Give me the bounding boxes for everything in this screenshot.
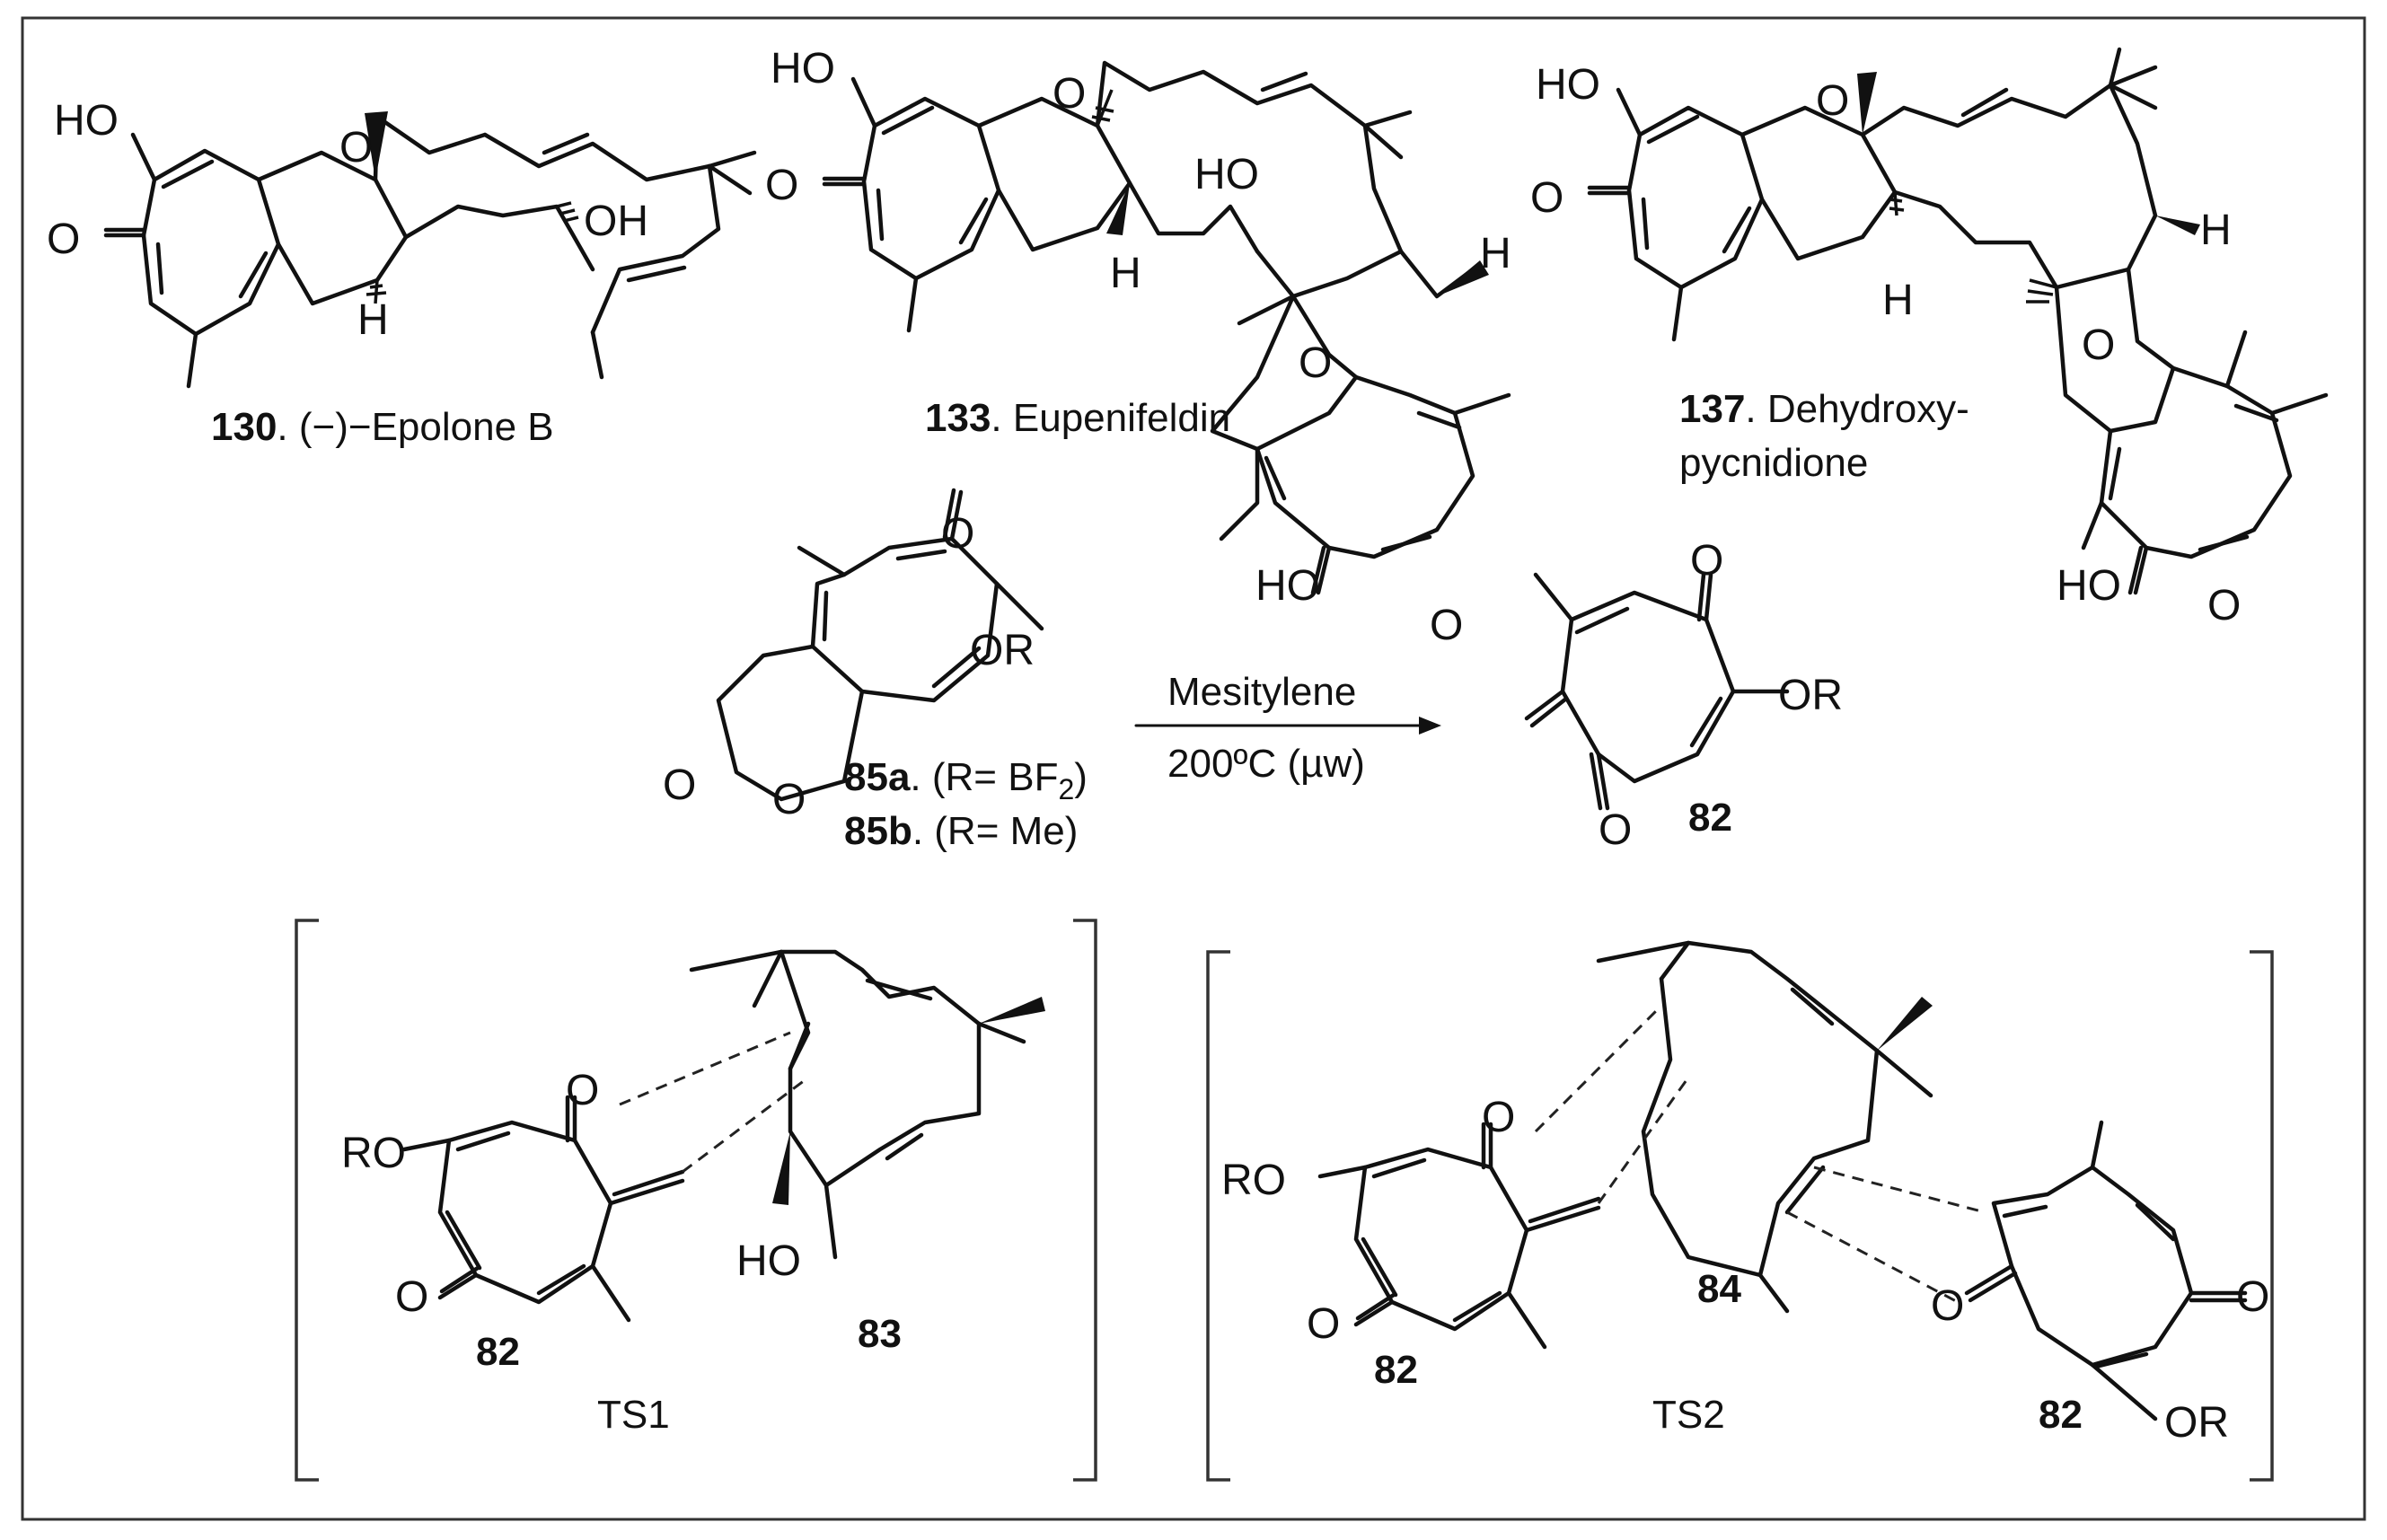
compound-id: 82: [1688, 796, 1732, 840]
compound-id: 82: [2039, 1393, 2083, 1437]
atom-label: HO: [736, 1237, 801, 1285]
ts-label: TS2: [1652, 1393, 1725, 1437]
atom-label: O: [1530, 174, 1563, 222]
compound-caption: 85a. (R= BF2): [844, 755, 1088, 805]
transition-state-2: O RO O O O OR 82 84 82 TS2: [1206, 940, 2274, 1482]
atom-label: HO: [1255, 562, 1320, 610]
atom-label: O: [2082, 321, 2115, 369]
atom-label: HO: [1536, 61, 1600, 109]
compound-caption: 137. Dehydroxy-: [1679, 387, 1969, 431]
atom-label: O: [2207, 582, 2241, 629]
transition-state-1: O RO O HO 82 83 TS1: [295, 919, 1097, 1482]
atom-label: O: [1816, 77, 1849, 125]
compound-id: 84: [1697, 1267, 1741, 1311]
structure-137-dehydroxy-pycnidione: HO O O H H O HO O 137. Dehydroxy- pycnid…: [1530, 47, 2329, 629]
compound-caption: pycnidione: [1679, 441, 1868, 485]
atom-label: HO: [771, 45, 835, 92]
atom-label: H: [357, 296, 389, 344]
atom-label: O: [2236, 1273, 2269, 1321]
atom-label: OR: [2164, 1399, 2229, 1447]
atom-label: RO: [1221, 1157, 1286, 1204]
atom-label: O: [1482, 1094, 1515, 1141]
atom-label: OR: [1778, 672, 1843, 719]
atom-label: O: [1299, 339, 1332, 387]
atom-label: O: [339, 124, 373, 172]
condition-temperature: 200ºC (µw): [1167, 742, 1365, 786]
atom-label: OR: [970, 627, 1035, 674]
atom-label: O: [765, 162, 798, 209]
structure-133-eupenifeldin: HO O O HO H H O HO O 133. Eupenifeldin: [765, 45, 1511, 649]
atom-label: H: [2200, 207, 2232, 254]
atom-label: O: [1053, 70, 1086, 118]
atom-label: O: [772, 776, 806, 823]
condition-solvent: Mesitylene: [1167, 670, 1356, 714]
compound-id: 82: [1374, 1348, 1418, 1392]
atom-label: O: [1307, 1300, 1340, 1348]
compound-caption: 85b. (R= Me): [844, 809, 1078, 853]
structure-82: O OR O 82: [1524, 537, 1843, 854]
atom-label: O: [663, 761, 696, 809]
compound-id: 83: [858, 1312, 902, 1356]
atom-label: RO: [341, 1130, 406, 1177]
atom-label: H: [1882, 277, 1914, 324]
atom-label: O: [1690, 537, 1723, 585]
atom-label: O: [941, 510, 974, 558]
compound-caption: 133. Eupenifeldin: [925, 396, 1230, 440]
atom-label: HO: [54, 97, 119, 145]
atom-label: HO: [1194, 151, 1259, 198]
atom-label: O: [566, 1067, 599, 1114]
figure-border: [21, 16, 2366, 1521]
structure-85: O OR O O 85a. (R= BF2) 85b. (R= Me): [663, 488, 1088, 853]
atom-label: OH: [584, 198, 648, 245]
compound-id: 82: [476, 1330, 520, 1374]
atom-label: O: [1430, 602, 1463, 649]
atom-label: O: [47, 216, 80, 263]
atom-label: O: [1599, 806, 1632, 854]
atom-label: H: [1480, 230, 1511, 277]
atom-label: O: [395, 1273, 428, 1321]
atom-label: O: [1931, 1282, 1964, 1330]
atom-label: HO: [2057, 562, 2121, 610]
ts-label: TS1: [597, 1393, 670, 1437]
atom-label: H: [1110, 250, 1141, 297]
structure-130-epolone-b: HO O O OH H 130. (−)−Epolone B: [47, 97, 757, 449]
compound-caption: 130. (−)−Epolone B: [211, 405, 554, 449]
reaction-arrow: Mesitylene 200ºC (µw): [1134, 670, 1441, 786]
